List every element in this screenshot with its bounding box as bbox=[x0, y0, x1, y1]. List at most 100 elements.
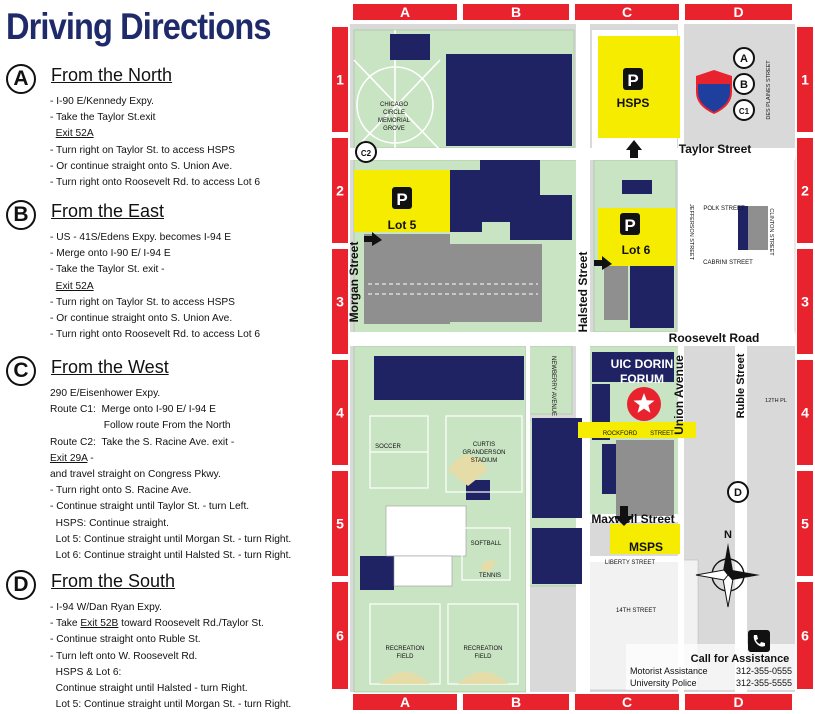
section-letter-badge: C bbox=[6, 356, 36, 386]
marker-c1[interactable] bbox=[733, 99, 755, 121]
row-tab bbox=[332, 27, 348, 132]
direction-step: Lot 5: Continue straight until Morgan St… bbox=[50, 699, 292, 711]
column-label-c: C bbox=[622, 694, 632, 710]
parking-label-lot5: Lot 5 bbox=[388, 218, 417, 232]
row-label-3: 3 bbox=[801, 294, 809, 310]
place-tennis: TENNIS bbox=[479, 573, 501, 579]
row-tab bbox=[332, 249, 348, 354]
row-label-2: 2 bbox=[801, 183, 809, 199]
row-tab bbox=[332, 471, 348, 576]
direction-section-c: C From the West 290 E/Eisenhower Expy.Rout… bbox=[6, 356, 331, 564]
phone-icon bbox=[748, 630, 770, 652]
section-title: From the North bbox=[51, 65, 173, 85]
marker-label-b: B bbox=[740, 79, 748, 91]
column-tab bbox=[353, 4, 457, 20]
row-tab bbox=[332, 138, 348, 243]
direction-step: - Turn right onto Roosevelt Rd. to acces… bbox=[50, 329, 261, 341]
direction-step: - Continue straight until Taylor St. - t… bbox=[50, 501, 250, 513]
road-halsted bbox=[576, 24, 590, 692]
direction-step: HSPS: Continue straight. bbox=[50, 517, 169, 529]
place-softball: SOFTBALL bbox=[471, 541, 502, 547]
place-grove: GROVE bbox=[383, 126, 405, 132]
street-jefferson: JEFFERSON STREET bbox=[688, 204, 694, 261]
street-rockford-suffix: STREET bbox=[650, 431, 674, 437]
street-union: Union Avenue bbox=[672, 355, 686, 435]
parking-p-letter: P bbox=[396, 190, 407, 209]
place-stadium: CURTIS bbox=[473, 442, 495, 448]
marker-a[interactable] bbox=[733, 47, 755, 69]
place-recreation-field-2: RECREATION bbox=[464, 646, 503, 652]
place-forum: FORUM bbox=[620, 372, 664, 386]
parking-lots bbox=[354, 36, 696, 554]
street-rockford: ROCKFORD bbox=[603, 431, 638, 437]
compass-north-label: N bbox=[724, 529, 732, 541]
section-title: From the South bbox=[51, 571, 176, 591]
section-title: From the West bbox=[51, 357, 169, 377]
parking-label-hsps: HSPS bbox=[617, 96, 650, 110]
column-label-a: A bbox=[400, 694, 410, 710]
exit-link[interactable]: Exit 52A bbox=[55, 280, 94, 292]
direction-step: - I-90 E/Kennedy Expy. bbox=[50, 96, 155, 107]
direction-step: Lot 6: Continue straight until Halsted S… bbox=[50, 550, 292, 562]
place-stadium: STADIUM bbox=[471, 458, 498, 464]
row-tab bbox=[797, 471, 813, 576]
parking-p-icon bbox=[620, 213, 640, 235]
column-label-d: D bbox=[733, 694, 743, 710]
row-tab bbox=[797, 249, 813, 354]
row-label-5: 5 bbox=[336, 516, 344, 532]
direction-step: Exit 29A - bbox=[50, 452, 94, 464]
street-desplaines: DES PLAINES STREET bbox=[766, 60, 772, 120]
direction-step: Route C2: Take the S. Racine Ave. exit - bbox=[50, 436, 235, 448]
street-halsted: Halsted Street bbox=[576, 252, 590, 333]
column-label-b: B bbox=[511, 4, 521, 20]
assistance-title: Call for Assistance bbox=[691, 653, 790, 665]
marker-b[interactable] bbox=[733, 73, 755, 95]
place-grove: CHICAGO bbox=[380, 102, 408, 108]
exit-link[interactable]: Exit 52B bbox=[80, 618, 119, 630]
building-pavilion bbox=[374, 356, 524, 400]
direction-steps: - I-94 W/Dan Ryan Expy.- Take Exit 52B t… bbox=[50, 600, 331, 713]
direction-step: - Turn right on Taylor St. to access HSP… bbox=[50, 296, 235, 308]
exit-link[interactable]: Exit 29A bbox=[50, 452, 88, 464]
street-14th: 14TH STREET bbox=[616, 608, 656, 614]
direction-step: - Or continue straight onto S. Union Ave… bbox=[50, 160, 233, 172]
place-forum: UIC DORIN bbox=[611, 357, 674, 371]
marker-label-a: A bbox=[740, 53, 748, 65]
direction-step: and travel straight on Congress Pkwy. bbox=[50, 469, 221, 481]
direction-section-a: A From the North - I-90 E/Kennedy Expy. - T… bbox=[6, 64, 331, 191]
row-tab bbox=[332, 582, 348, 689]
direction-step: - Turn right onto S. Racine Ave. bbox=[50, 485, 192, 497]
direction-step: - Continue straight onto Ruble St. bbox=[50, 634, 201, 646]
place-stadium: GRANDERSON bbox=[462, 450, 505, 456]
section-letter-badge: B bbox=[6, 200, 36, 230]
road-ruble bbox=[735, 346, 747, 692]
exit-link[interactable]: Exit 52A bbox=[55, 128, 94, 140]
direction-step: - Take the Taylor St.exit bbox=[50, 112, 156, 124]
column-tab bbox=[575, 4, 679, 20]
place-grove: CIRCLE bbox=[383, 110, 405, 116]
direction-step: Follow route From the North bbox=[50, 420, 231, 432]
marker-c2[interactable] bbox=[355, 141, 377, 163]
column-tab bbox=[575, 694, 679, 710]
direction-step: Lot 5: Continue straight until Morgan St… bbox=[50, 533, 292, 545]
arrow-lot5 bbox=[364, 232, 382, 246]
direction-steps: - US - 41S/Edens Expy. becomes I-94 E- M… bbox=[50, 230, 331, 343]
direction-step: - Or continue straight onto S. Union Ave… bbox=[50, 313, 233, 325]
marker-d[interactable] bbox=[727, 481, 749, 503]
compass-icon bbox=[695, 543, 760, 608]
column-tab bbox=[463, 4, 569, 20]
direction-steps: 290 E/Eisenhower Expy.Route C1: Merge on… bbox=[50, 386, 331, 564]
interstate-shield-icon bbox=[696, 70, 732, 114]
direction-step: - Turn right on Taylor St. to access HSP… bbox=[50, 144, 235, 156]
section-letter-badge: A bbox=[6, 64, 36, 94]
parking-structure-forum bbox=[616, 440, 674, 516]
parking-label-lot6: Lot 6 bbox=[622, 243, 651, 257]
marker-label-d: D bbox=[734, 487, 742, 499]
